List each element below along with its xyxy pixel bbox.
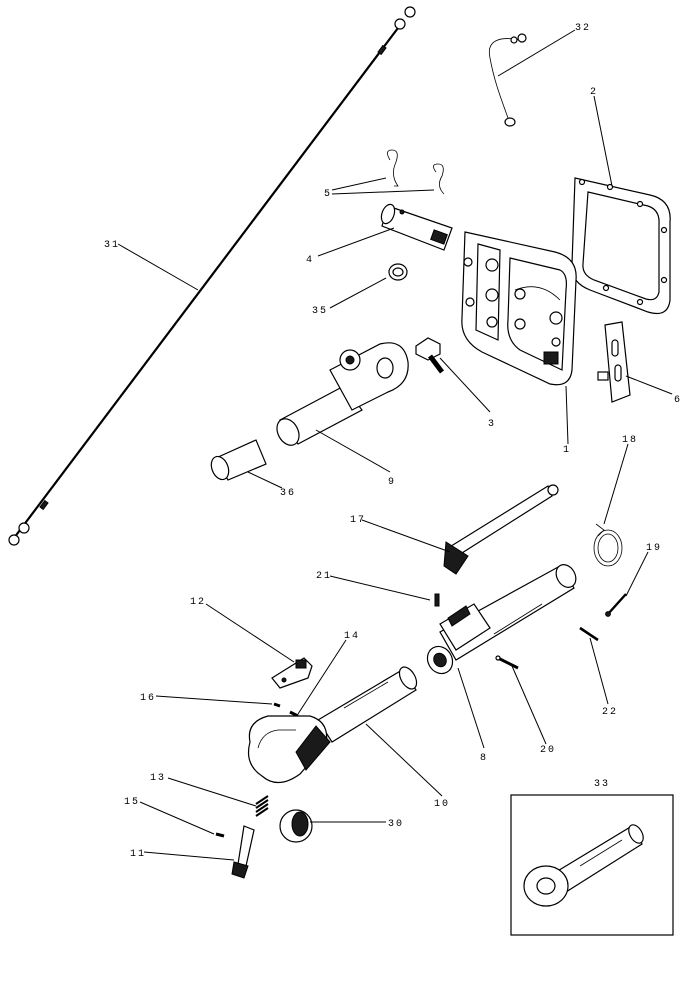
part-10-hook-arm bbox=[247, 666, 418, 784]
callout-2: 2 bbox=[590, 87, 598, 98]
part-11-plunger bbox=[231, 825, 255, 879]
part-6-link-plate bbox=[597, 321, 631, 403]
callout-13: 13 bbox=[150, 773, 166, 784]
part-4-pin bbox=[380, 203, 453, 251]
callout-3: 3 bbox=[488, 419, 496, 430]
callout-11: 11 bbox=[130, 849, 146, 860]
part-30-ball bbox=[279, 809, 313, 843]
part-35-bushing bbox=[388, 263, 408, 281]
callout-12: 12 bbox=[190, 597, 206, 608]
callout-8: 8 bbox=[480, 753, 488, 764]
part-1-bracket bbox=[461, 231, 577, 386]
callout-1: 1 bbox=[563, 445, 571, 456]
callout-17: 17 bbox=[350, 515, 366, 526]
callout-9: 9 bbox=[388, 477, 396, 488]
callout-15: 15 bbox=[124, 797, 140, 808]
part-3-bolt bbox=[415, 337, 444, 374]
part-31-check-chain-rod bbox=[8, 6, 416, 546]
part-19-pin bbox=[605, 593, 627, 617]
callout-30: 30 bbox=[388, 819, 404, 830]
part-13-spring bbox=[255, 795, 269, 817]
callout-16: 16 bbox=[140, 693, 156, 704]
callout-14: 14 bbox=[344, 631, 360, 642]
callout-35: 35 bbox=[312, 306, 328, 317]
callout-5: 5 bbox=[324, 189, 332, 200]
part-17-rod bbox=[443, 484, 559, 575]
inset-box-part-33 bbox=[510, 794, 674, 936]
callout-4: 4 bbox=[306, 255, 314, 266]
part-36-roller bbox=[210, 439, 267, 481]
callout-18: 18 bbox=[622, 435, 638, 446]
part-12-latch bbox=[271, 657, 313, 689]
part-22-pin bbox=[579, 626, 599, 642]
part-15-pin bbox=[215, 832, 225, 838]
leader-lines bbox=[117, 29, 673, 861]
callout-31: 31 bbox=[104, 240, 120, 251]
callout-22: 22 bbox=[602, 707, 618, 718]
callout-20: 20 bbox=[540, 745, 556, 756]
callout-19: 19 bbox=[646, 543, 662, 554]
part-9-clevis bbox=[276, 342, 409, 446]
callout-36: 36 bbox=[280, 488, 296, 499]
callout-33: 33 bbox=[594, 779, 610, 790]
part-2-gasket bbox=[571, 177, 671, 315]
part-32-lanyard bbox=[488, 33, 527, 127]
callout-32: 32 bbox=[575, 23, 591, 34]
part-21-dowel bbox=[434, 593, 440, 607]
callout-labels: 32 2 5 4 31 35 3 1 6 9 36 17 18 19 21 12… bbox=[104, 23, 682, 860]
callout-6: 6 bbox=[674, 395, 682, 406]
part-14-pin bbox=[289, 710, 299, 718]
callout-10: 10 bbox=[434, 799, 450, 810]
part-20-pin bbox=[495, 655, 519, 670]
part-8-sleeve-tube bbox=[426, 564, 577, 675]
callout-21: 21 bbox=[316, 571, 332, 582]
part-18-spring-clip bbox=[593, 523, 623, 567]
part-16-pin bbox=[273, 702, 281, 708]
part-5-clips bbox=[387, 149, 445, 195]
